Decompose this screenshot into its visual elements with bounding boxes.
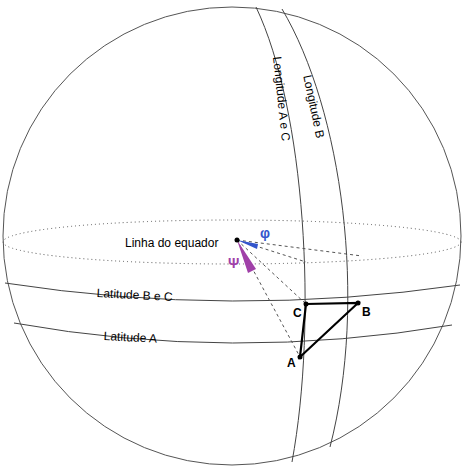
equator-label: Linha do equador: [123, 237, 220, 249]
latitude-a-line: [14, 323, 452, 343]
longitude-b-line: [282, 9, 348, 447]
latitude-bc-line: [5, 283, 460, 301]
angle-label: φ: [260, 226, 270, 240]
latitude-label: Latitude B e C: [96, 287, 173, 303]
point-label: A: [287, 357, 296, 369]
longitude-ac-line: [256, 7, 305, 462]
point-a: [298, 355, 303, 360]
triangle-abc: [300, 303, 358, 357]
center-point: [235, 238, 240, 243]
point-label: B: [362, 306, 371, 318]
point-c: [304, 302, 309, 307]
psi-angle: [237, 240, 256, 273]
radius-lines: [237, 240, 362, 357]
latitude-label: Latitude A: [103, 330, 157, 345]
angle-label: Ψ: [228, 256, 239, 270]
point-b: [356, 301, 361, 306]
sphere-outline: [3, 7, 461, 465]
longitude-label: Longitude A e C: [271, 56, 292, 142]
point-label: C: [293, 307, 302, 319]
